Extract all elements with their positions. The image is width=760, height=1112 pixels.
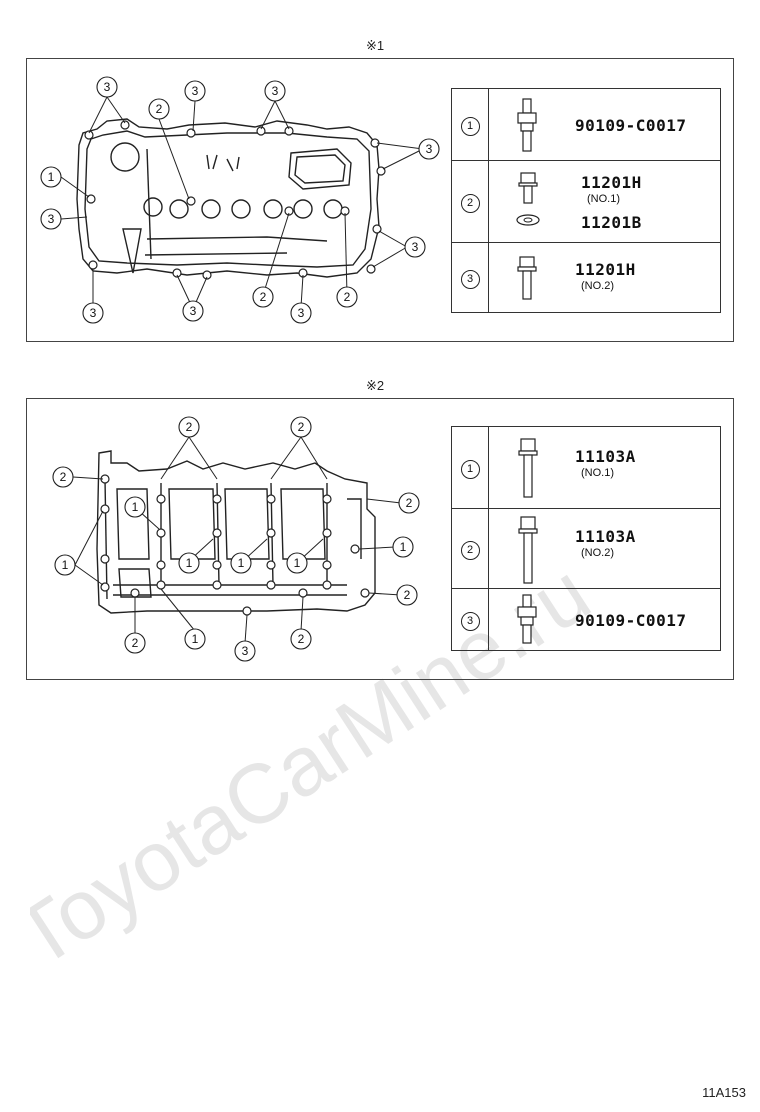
- callout-3: 3: [90, 306, 97, 320]
- page-code: 11A153: [702, 1085, 746, 1100]
- table-row: 1 11103A (NO.1): [451, 426, 721, 509]
- callout-3: 3: [190, 304, 197, 318]
- table-row: 1 90109-C0017: [451, 88, 721, 161]
- parts-table-2: 1 11103A (NO.1) 2: [451, 426, 721, 651]
- callout-1: 1: [62, 558, 69, 572]
- section-1-panel: 1 3 3 3 2 3 3 3 3 3 2 3 2 1: [26, 58, 734, 342]
- callout-1: 1: [192, 632, 199, 646]
- part-number-washer: 11201B: [581, 213, 642, 232]
- cam-housing-drawing: 1 3 3 3 2 3 3 3 3 3 2 3 2: [40, 76, 440, 324]
- callout-3: 3: [48, 212, 55, 226]
- callout-3: 3: [426, 142, 433, 156]
- row-index: 1: [460, 459, 480, 479]
- callout-2: 2: [298, 420, 305, 434]
- part-note: (NO.1): [587, 193, 620, 205]
- flange-bolt-icon: [517, 256, 537, 300]
- long-bolt-icon: [518, 516, 538, 584]
- row-index: 3: [460, 269, 480, 289]
- callout-2: 2: [298, 632, 305, 646]
- callout-2: 2: [406, 496, 413, 510]
- table-row: 2 11103A (NO.2): [451, 508, 721, 589]
- part-number: 11103A: [575, 527, 636, 546]
- table-row: 3 11201H (NO.2): [451, 242, 721, 313]
- callout-3: 3: [104, 80, 111, 94]
- callout-3: 3: [298, 306, 305, 320]
- union-bolt-icon: [517, 98, 537, 152]
- row-index: 3: [460, 611, 480, 631]
- part-note: (NO.1): [581, 467, 614, 479]
- callout-1: 1: [48, 170, 55, 184]
- table-row: 3 90109-C0017: [451, 588, 721, 651]
- washer-icon: [516, 214, 540, 226]
- callout-2: 2: [260, 290, 267, 304]
- section-1-mark: ※1: [366, 38, 385, 53]
- callout-3: 3: [272, 84, 279, 98]
- callout-2: 2: [186, 420, 193, 434]
- callout-3: 3: [192, 84, 199, 98]
- callout-2: 2: [344, 290, 351, 304]
- row-index: 2: [460, 193, 480, 213]
- callout-2: 2: [60, 470, 67, 484]
- section-2-panel: 2 1 1 2 2 1 1 1 2 1 2 2 1 3 2 1: [26, 398, 734, 680]
- callout-2: 2: [132, 636, 139, 650]
- section-2-mark: ※2: [366, 378, 385, 393]
- part-note: (NO.2): [581, 280, 614, 292]
- callout-1: 1: [294, 556, 301, 570]
- union-bolt-icon: [517, 594, 537, 644]
- callout-2: 2: [156, 102, 163, 116]
- row-index: 2: [460, 540, 480, 560]
- part-note: (NO.2): [581, 547, 614, 559]
- bolt-icon: [518, 172, 538, 204]
- row-index: 1: [460, 116, 480, 136]
- part-number: 11201H: [581, 173, 642, 192]
- callout-1: 1: [132, 500, 139, 514]
- part-number: 11201H: [575, 260, 636, 279]
- part-number: 90109-C0017: [575, 116, 687, 135]
- callout-3: 3: [242, 644, 249, 658]
- callout-2: 2: [404, 588, 411, 602]
- callout-1: 1: [186, 556, 193, 570]
- callout-1: 1: [400, 540, 407, 554]
- table-row: 2 11201H (NO.1) 11201B: [451, 160, 721, 243]
- callout-3: 3: [412, 240, 419, 254]
- callout-1: 1: [238, 556, 245, 570]
- cylinder-block-drawing: 2 1 1 2 2 1 1 1 2 1 2 2 1 3 2: [52, 416, 420, 662]
- part-number: 90109-C0017: [575, 611, 687, 630]
- long-bolt-icon: [518, 438, 538, 498]
- part-number: 11103A: [575, 447, 636, 466]
- parts-table-1: 1 90109-C0017 2: [451, 88, 721, 313]
